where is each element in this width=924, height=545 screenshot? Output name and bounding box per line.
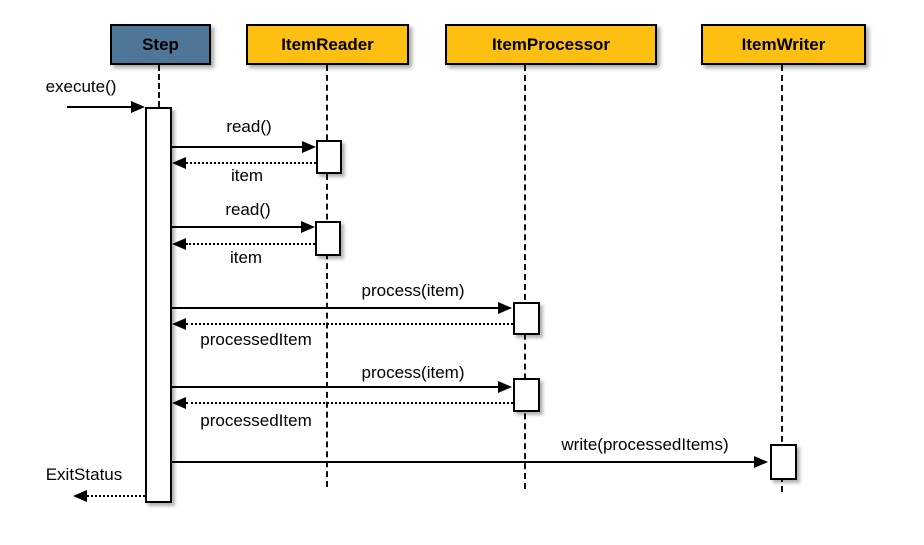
arrowhead-process-2 (498, 381, 512, 393)
message-line-read-2 (172, 226, 301, 228)
message-label-processeditem-2: processedItem (200, 411, 312, 430)
activation-itemprocessor-2 (513, 378, 540, 412)
message-line-item-1 (186, 162, 316, 164)
arrowhead-processeditem-1 (172, 318, 186, 330)
activation-itemprocessor-1 (513, 302, 540, 335)
lifeline-step (158, 65, 160, 107)
actor-box-step: Step (110, 24, 211, 65)
message-label-process-1: process(item) (361, 281, 465, 300)
message-label-read-1: read() (226, 117, 272, 136)
message-line-processeditem-1 (186, 323, 513, 325)
message-line-exitstatus (87, 495, 145, 497)
message-label-process-2: process(item) (361, 363, 465, 382)
message-label-item-2: item (229, 248, 263, 267)
arrowhead-write (754, 456, 768, 468)
arrowhead-process-1 (498, 302, 512, 314)
message-line-process-1 (172, 307, 498, 309)
message-line-write (172, 461, 754, 463)
message-label-processeditem-1: processedItem (200, 330, 312, 349)
arrowhead-item-1 (172, 157, 186, 169)
actor-box-itemprocessor: ItemProcessor (445, 24, 657, 65)
message-label-item-1: item (230, 166, 264, 185)
message-line-read-1 (172, 146, 302, 148)
arrowhead-execute (131, 101, 145, 113)
arrowhead-exitstatus (73, 490, 87, 502)
message-label-exitstatus: ExitStatus (45, 465, 123, 484)
arrowhead-read-1 (302, 141, 316, 153)
actor-label-itemprocessor: ItemProcessor (491, 34, 611, 54)
actor-box-itemwriter: ItemWriter (701, 24, 866, 65)
actor-label-itemreader: ItemReader (281, 34, 374, 54)
lifeline-itemreader (326, 65, 328, 487)
activation-step (145, 107, 172, 503)
arrowhead-processeditem-2 (172, 397, 186, 409)
message-line-item-2 (186, 243, 315, 245)
lifeline-itemprocessor (524, 65, 526, 489)
lifeline-itemwriter (781, 65, 783, 492)
message-label-read-2: read() (225, 200, 271, 219)
message-line-processeditem-2 (186, 402, 513, 404)
message-line-execute (67, 106, 131, 108)
message-label-execute: execute() (45, 77, 117, 96)
message-line-process-2 (172, 386, 498, 388)
message-label-write: write(processedItems) (561, 435, 729, 454)
actor-label-step: Step (142, 34, 179, 54)
actor-label-itemwriter: ItemWriter (741, 34, 826, 54)
arrowhead-item-2 (172, 238, 186, 250)
activation-itemwriter (770, 444, 797, 480)
actor-box-itemreader: ItemReader (246, 24, 409, 65)
activation-itemreader-1 (316, 140, 342, 174)
activation-itemreader-2 (315, 221, 341, 256)
arrowhead-read-2 (301, 221, 315, 233)
